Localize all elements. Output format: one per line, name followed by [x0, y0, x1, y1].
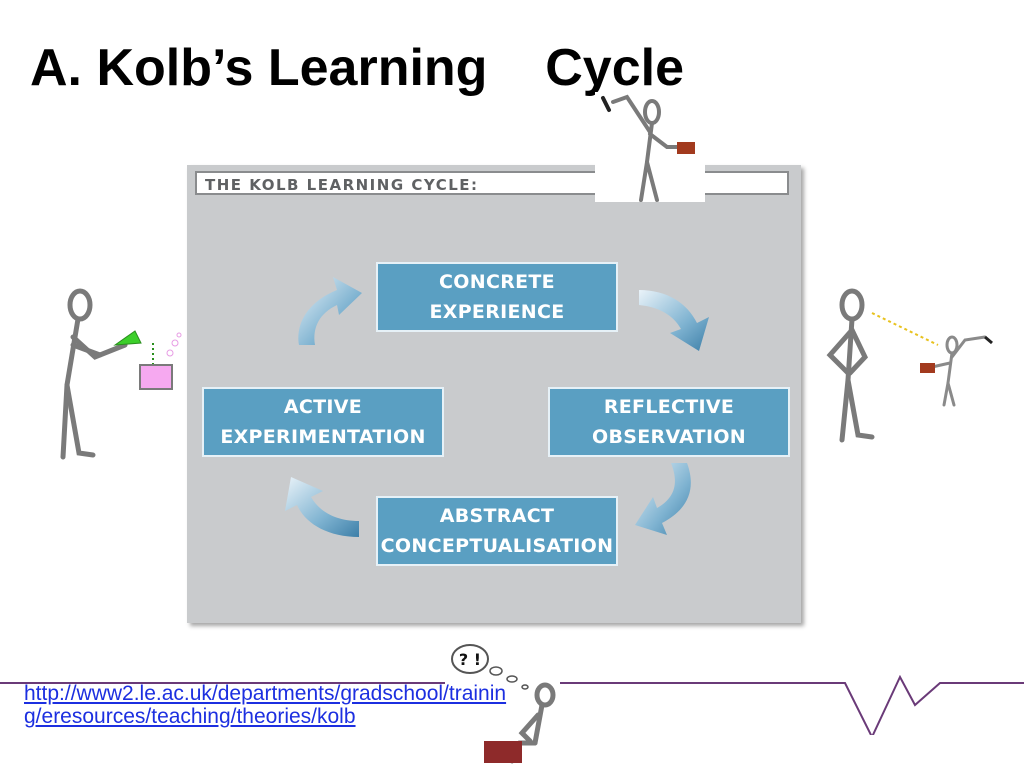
- stage-active-experimentation-label: ACTIVE EXPERIMENTATION: [220, 396, 426, 448]
- stick-figure-hammering-icon: [595, 92, 705, 202]
- footer-decoration: [0, 675, 1024, 735]
- stage-reflective-observation-label: REFLECTIVE OBSERVATION: [592, 396, 746, 448]
- stage-abstract-conceptualisation-label: ABSTRACT CONCEPTUALISATION: [380, 505, 614, 557]
- slide-title: A. Kolb’s Learning Cycle: [30, 39, 684, 97]
- stage-concrete-experience: CONCRETE EXPERIENCE: [376, 262, 618, 332]
- arrow-reflective-to-abstract: [635, 463, 691, 535]
- arrow-abstract-to-active: [285, 477, 359, 537]
- stage-active-experimentation: ACTIVE EXPERIMENTATION: [202, 387, 444, 457]
- stick-figure-thinking-icon: ? !: [451, 644, 556, 764]
- stick-figure-observing-icon: [826, 288, 993, 443]
- stage-reflective-observation: REFLECTIVE OBSERVATION: [548, 387, 790, 457]
- source-link[interactable]: http://www2.le.ac.uk/departments/gradsch…: [24, 682, 507, 728]
- cycle-arrows: [285, 277, 709, 537]
- arrow-concrete-to-reflective: [639, 290, 709, 351]
- arrow-active-to-concrete: [298, 277, 362, 345]
- kolb-diagram-panel: THE KOLB LEARNING CYCLE: CONCRETE EXPERI…: [187, 165, 801, 623]
- diagram-header-label: THE KOLB LEARNING CYCLE:: [205, 176, 479, 194]
- thought-bubble-text: ? !: [459, 650, 481, 669]
- stage-concrete-experience-label: CONCRETE EXPERIENCE: [429, 271, 565, 323]
- stick-figure-experimenting-icon: [60, 288, 182, 460]
- stage-abstract-conceptualisation: ABSTRACT CONCEPTUALISATION: [376, 496, 618, 566]
